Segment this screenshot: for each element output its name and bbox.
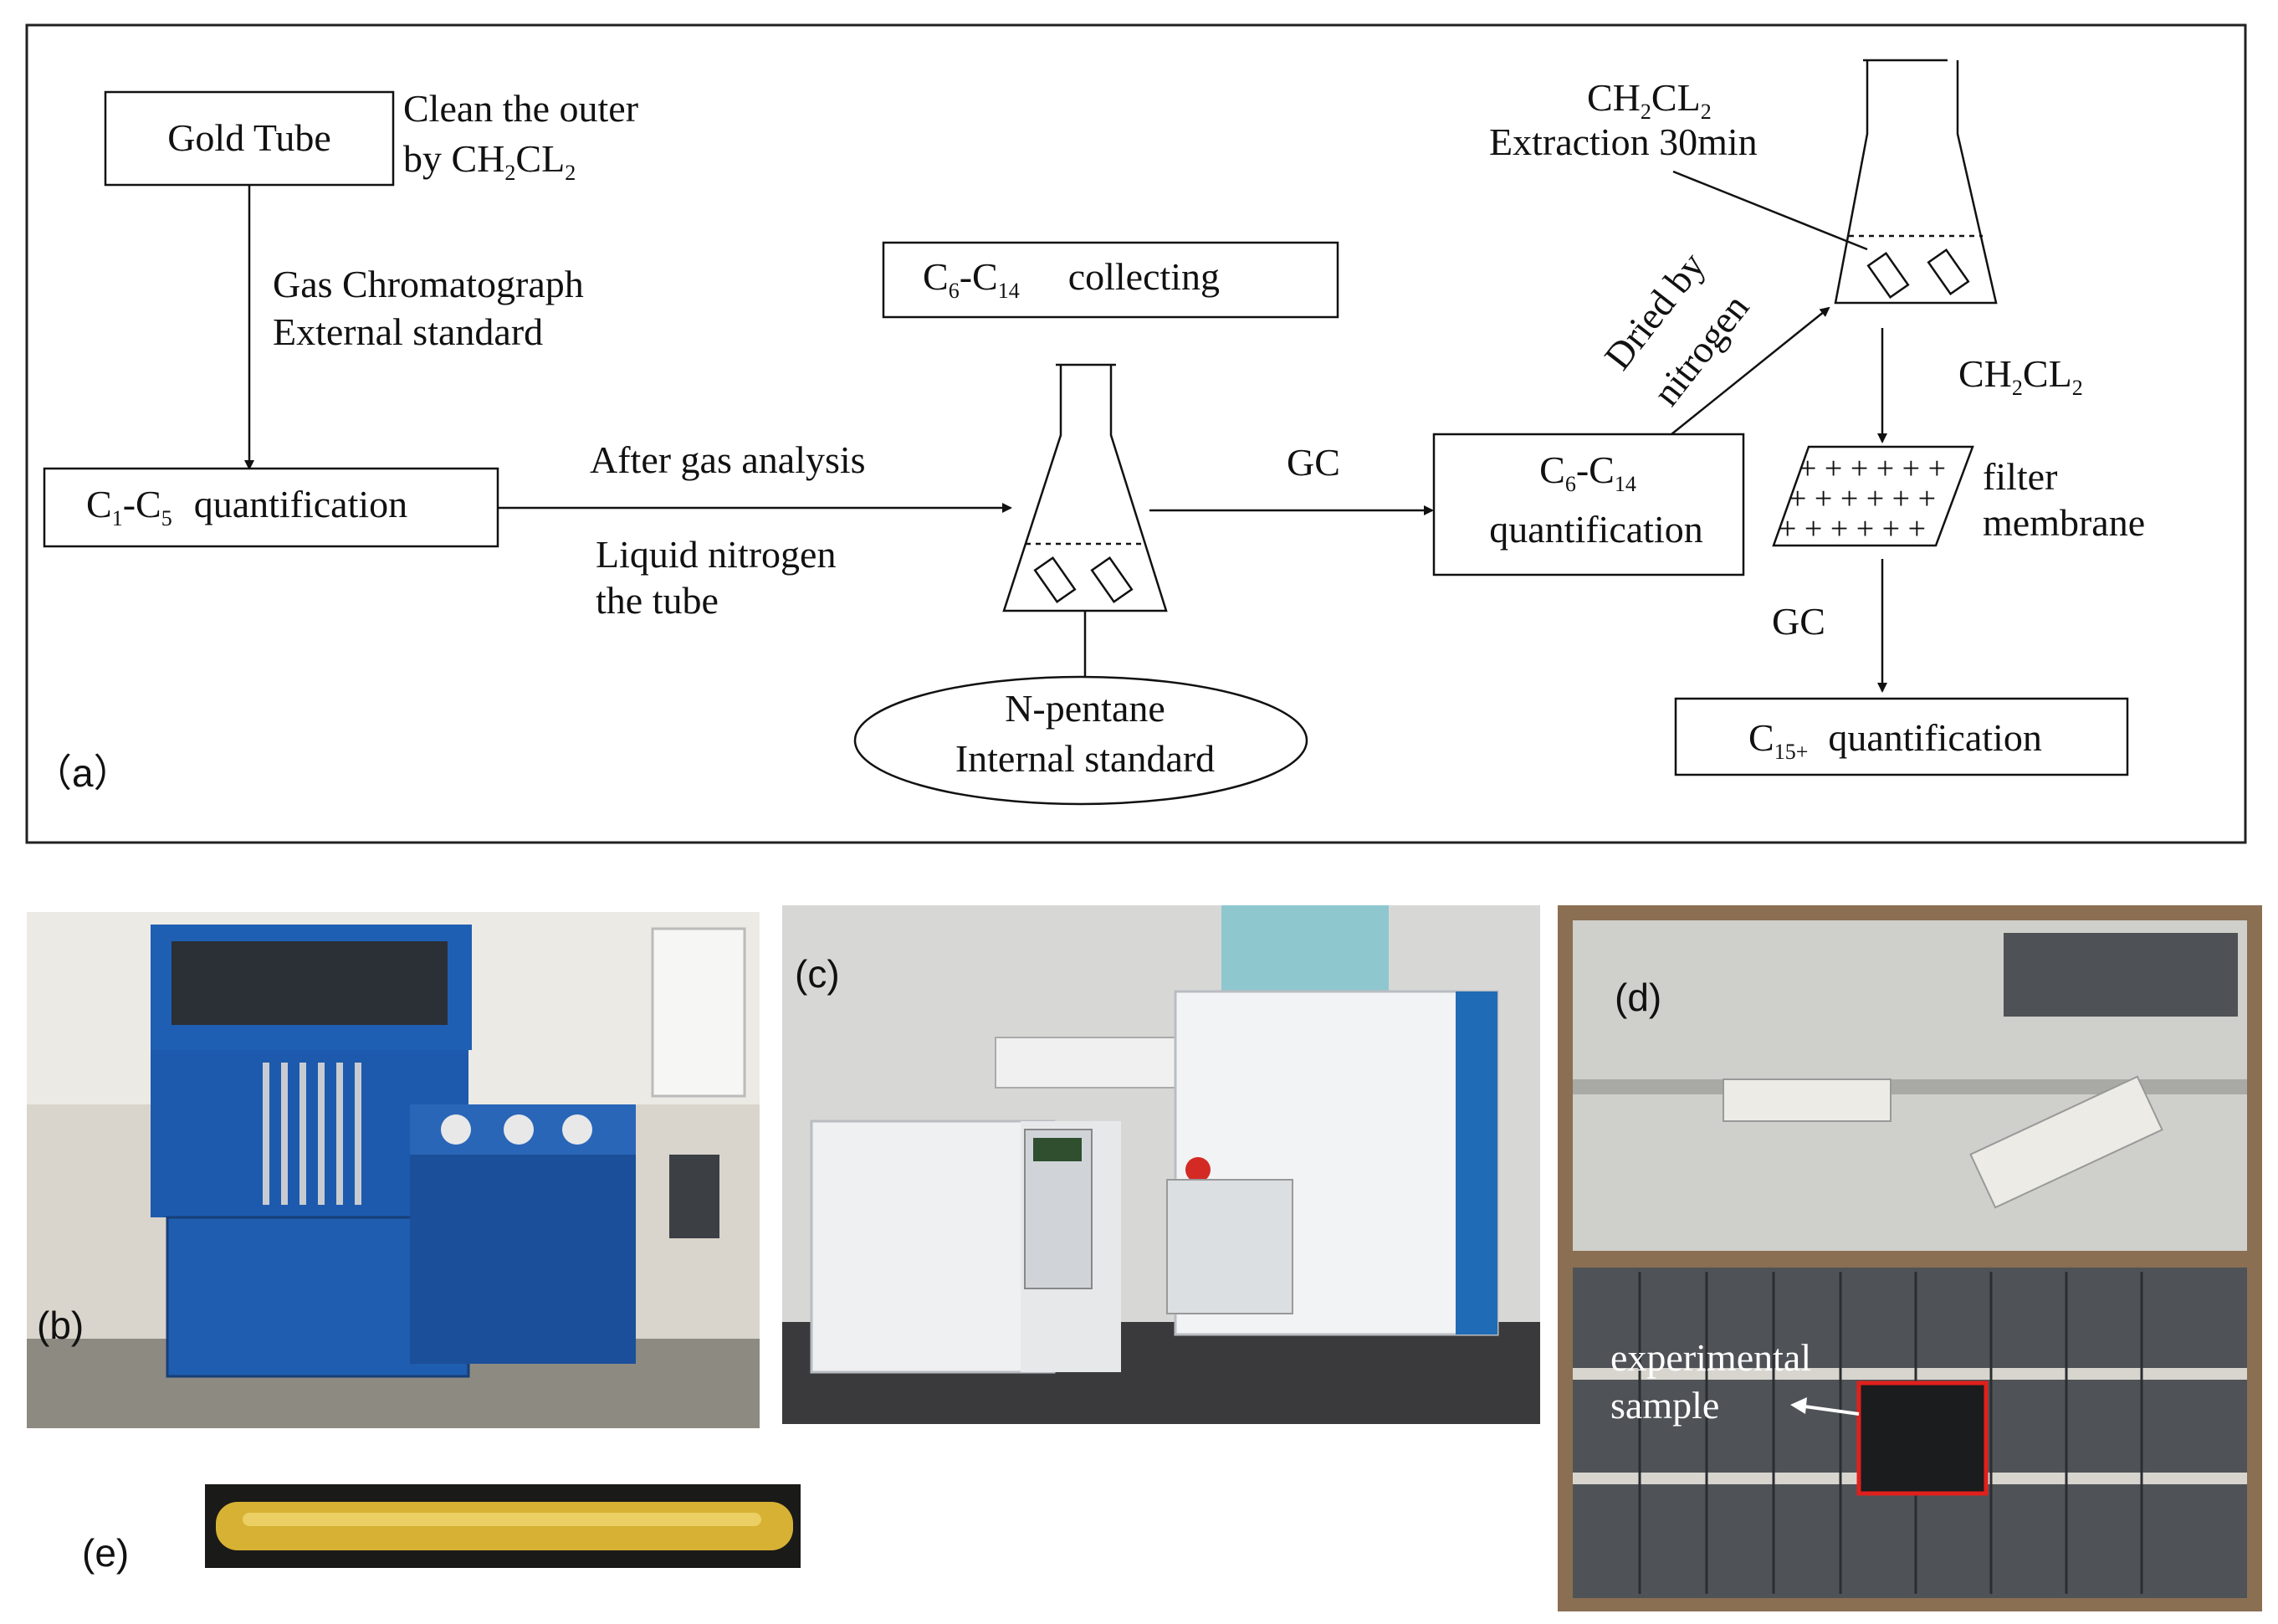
extraction-time-label: Extraction 30min (1489, 120, 1758, 163)
npentane-line1: N-pentane (1005, 687, 1165, 730)
svg-text:+ + + + + +: + + + + + + (1799, 451, 1946, 486)
panel-e-label: (e) (82, 1531, 129, 1575)
filter-membrane-icon: + + + + + + + + + + + + + + + + + + (1772, 445, 1974, 547)
after-gas-analysis: After gas analysis (590, 438, 866, 481)
photo-d-core-box (1558, 905, 2262, 1611)
c6c14-quantification-box (1432, 433, 1745, 576)
filter-label-line2: membrane (1983, 501, 2145, 544)
panel-d-label: (d) (1615, 976, 1661, 1019)
gold-tube-box (104, 90, 395, 187)
c15-quantification-label: C15+quantification (1748, 716, 2042, 764)
photo-b-autoclave (27, 912, 760, 1428)
sample-highlight-box (1856, 1381, 1989, 1496)
svg-text:+ + + + + +: + + + + + + (1789, 481, 1936, 516)
svg-text:+ + + + + +: + + + + + + (1779, 511, 1926, 546)
c1c5-quantification-box (43, 467, 499, 548)
sample-pointer-arrow (1798, 1404, 1860, 1416)
panel-b-label: (b) (37, 1304, 84, 1347)
photo-c-gcms-instrument (782, 905, 1540, 1424)
c6c14-quantification-label1: C6-C14 (1539, 448, 1636, 496)
npentane-line2: Internal standard (955, 737, 1215, 780)
sample-pointer-head (1790, 1397, 1807, 1414)
gc-method-line1: Gas Chromatograph (273, 263, 584, 305)
extraction-leader-line (1672, 170, 1868, 251)
liquid-nitrogen-line2: the tube (596, 579, 719, 622)
panel-c-label: (c) (795, 952, 840, 996)
panel-a-label: （a） (33, 751, 132, 795)
flask-extraction-icon (1834, 59, 1998, 305)
gold-tube-label: Gold Tube (167, 116, 331, 159)
liquid-nitrogen-line1: Liquid nitrogen (596, 533, 836, 576)
gc-label-1: GC (1287, 441, 1340, 484)
filter-label-line1: filter (1983, 455, 2057, 498)
gc-method-line2: External standard (273, 310, 543, 353)
npentane-ellipse (853, 675, 1308, 806)
arrow-dried-by-nitrogen (1671, 306, 1830, 435)
c15-quantification-box (1674, 697, 2129, 776)
sample-label: sample (1610, 1384, 1719, 1427)
experimental-label: experimental (1610, 1336, 1811, 1379)
gc-label-2: GC (1772, 600, 1825, 643)
c6c14-collecting-box (882, 241, 1339, 319)
filter-solvent-label: CH2CL2 (1958, 352, 2083, 400)
clean-outer-line2: by CH2CL2 (403, 137, 576, 185)
extraction-solvent-label: CH2CL2 (1587, 76, 1712, 124)
c6c14-quantification-label2: quantification (1489, 508, 1702, 551)
clean-outer-line1: Clean the outer (403, 87, 638, 130)
photo-e-gold-tube (205, 1484, 801, 1568)
